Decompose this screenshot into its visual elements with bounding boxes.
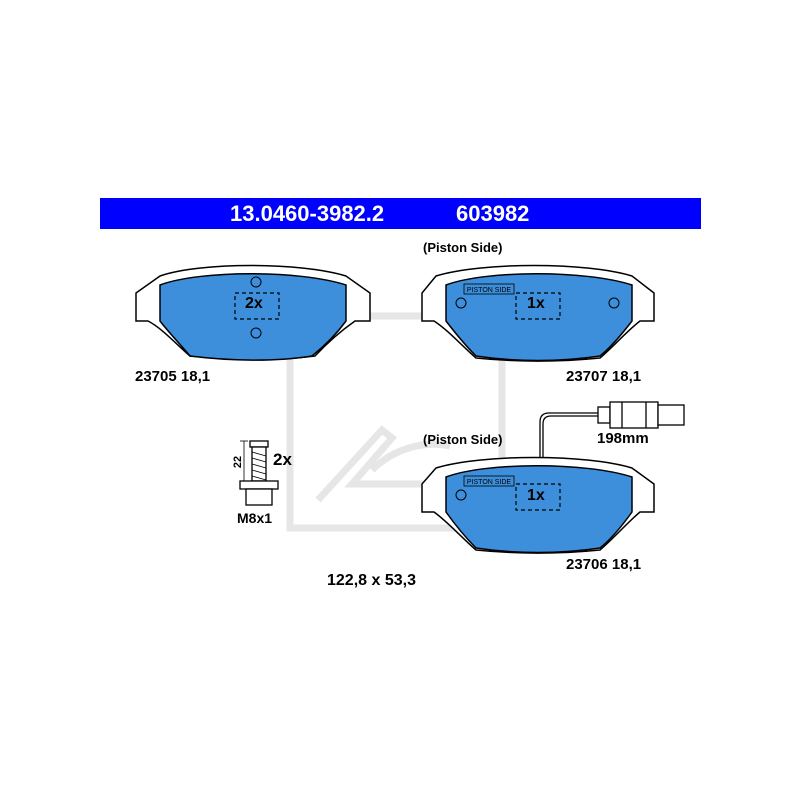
part-number: 13.0460-3982.2 xyxy=(230,201,385,226)
pad-label-23707: 23707 18,1 xyxy=(566,368,642,385)
bolt-length: 22 xyxy=(232,456,244,468)
brake-pad-23706: PISTON SIDE xyxy=(421,456,655,554)
piston-side-stamp: PISTON SIDE xyxy=(467,479,512,486)
bolt-qty: 2x xyxy=(273,450,292,469)
header-banner: 13.0460-3982.2 603982 xyxy=(100,198,701,229)
bolt-thread: M8x1 xyxy=(237,510,273,526)
bolt-drawing xyxy=(239,440,279,506)
wear-sensor xyxy=(539,401,685,458)
piston-side-note: (Piston Side) xyxy=(423,432,503,447)
pad-dimensions: 122,8 x 53,3 xyxy=(327,572,416,589)
pad-qty-23707: 1x xyxy=(527,295,545,312)
sensor-length: 198mm xyxy=(597,430,649,447)
pad-label-23706: 23706 18,1 xyxy=(566,556,642,573)
pad-label-23705: 23705 18,1 xyxy=(135,368,211,385)
pad-qty-23705: 2x xyxy=(245,295,263,312)
pad-qty-23706: 1x xyxy=(527,487,545,504)
ate-logo-watermark xyxy=(286,312,506,532)
product-code: 603982 xyxy=(456,201,530,226)
brake-pad-23705 xyxy=(135,264,371,361)
brake-pad-23707: PISTON SIDE xyxy=(421,264,655,362)
piston-side-note: (Piston Side) xyxy=(423,240,503,255)
piston-side-stamp: PISTON SIDE xyxy=(467,287,512,294)
